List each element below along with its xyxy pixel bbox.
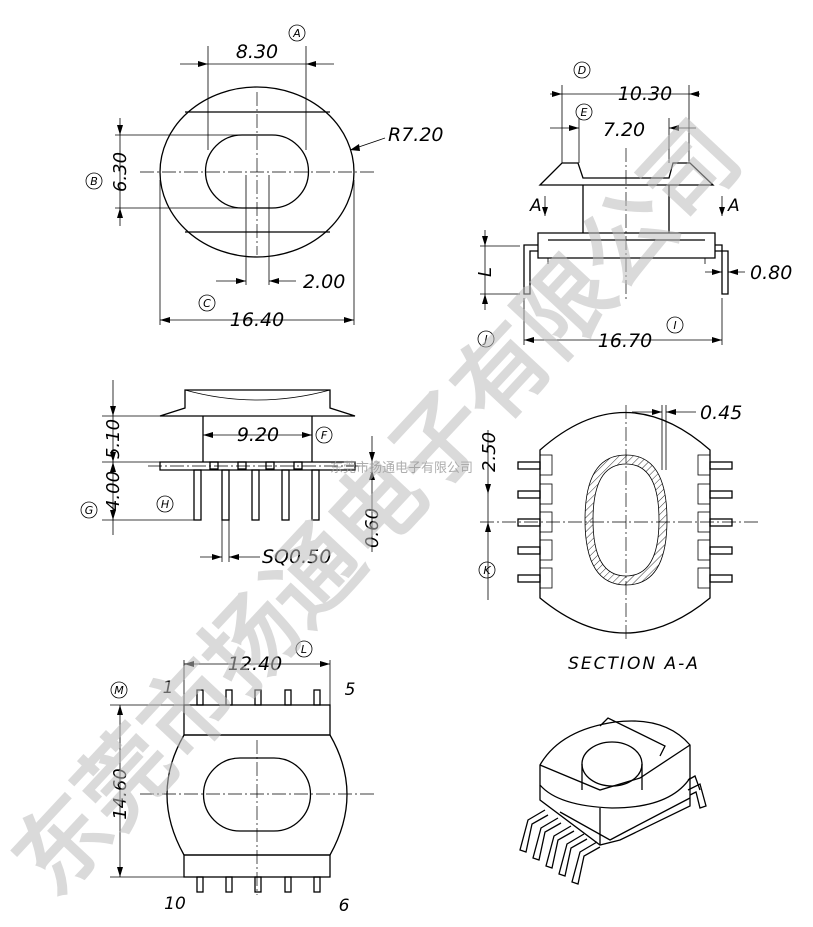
ref-g: G	[85, 504, 94, 517]
top-height-dim: 6.30	[110, 152, 131, 192]
front-window-dim: 9.20	[237, 424, 279, 446]
bottom-width-dim: 12.40	[228, 653, 282, 675]
side-lead-dim: 0.80	[750, 262, 792, 284]
ref-l: L	[301, 643, 307, 656]
bottom-view-core-window	[202, 757, 312, 832]
isometric-flange	[539, 720, 691, 809]
section-view: 0.45 2.50 K SECTION A-A	[478, 402, 760, 674]
section-wall-dim: 0.45	[700, 402, 742, 424]
top-overall-width-dim: 16.40	[230, 309, 284, 331]
front-flange-dim: 5.10	[103, 419, 124, 459]
top-view-core-window	[204, 134, 310, 209]
pin-label-5: 5	[345, 680, 356, 700]
top-view: 8.30 6.30 R7.20 2.00 16.40 A B C	[85, 24, 444, 331]
ref-b: B	[90, 175, 98, 188]
ref-i: I	[673, 319, 676, 332]
ref-e: E	[581, 106, 588, 119]
pin-label-6: 6	[339, 896, 350, 916]
ref-c: C	[203, 297, 211, 310]
top-width-dim: 8.30	[236, 41, 278, 63]
ref-k: K	[483, 564, 491, 577]
front-view-top-flange	[159, 389, 356, 417]
front-pin-size-dim: SQ0.50	[262, 546, 331, 568]
watermark-small: 东莞市扬通电子有限公司	[330, 460, 473, 476]
ref-f: F	[321, 429, 328, 442]
side-view-base	[537, 232, 716, 259]
top-slot-dim: 2.00	[303, 271, 345, 293]
section-view-pins	[517, 454, 733, 589]
bottom-view: 12.40 14.60 L M 1 5 10 6	[110, 640, 375, 916]
side-inner-dim: 7.20	[603, 119, 645, 141]
ref-d: D	[578, 64, 586, 77]
front-view: 5.10 9.20 4.00 SQ0.50 0.60 F G H	[80, 380, 383, 568]
section-mark-left: A	[529, 196, 542, 216]
pin-label-10: 10	[164, 894, 186, 914]
section-view-core-wall	[584, 454, 668, 586]
top-radius-dim: R7.20	[388, 124, 444, 146]
pin-label-1: 1	[163, 678, 174, 698]
isometric-view	[519, 717, 707, 885]
side-outer-dim: 10.30	[618, 83, 672, 105]
bottom-height-dim: 14.60	[110, 768, 131, 820]
top-view-outer-flange	[159, 86, 355, 258]
section-pitch-dim: 2.50	[479, 432, 500, 472]
front-view-base	[159, 461, 356, 471]
ref-m: M	[114, 684, 124, 697]
isometric-pins	[519, 775, 707, 885]
front-view-pins	[193, 461, 320, 521]
side-view: A A 10.30 7.20 L 0.80 16.70 D E I J	[475, 61, 792, 352]
section-caption: SECTION A-A	[568, 654, 700, 674]
side-l-dim: L	[475, 267, 496, 277]
ref-a: A	[292, 27, 301, 40]
front-offset-dim: 0.60	[362, 508, 383, 548]
section-view-outline	[539, 412, 711, 634]
side-view-top-flange	[538, 162, 715, 186]
section-mark-right: A	[727, 196, 740, 216]
bottom-view-pins	[196, 689, 321, 893]
ref-h: H	[161, 498, 169, 511]
side-span-dim: 16.70	[598, 330, 652, 352]
ref-j: J	[482, 333, 487, 346]
front-pin-length-dim: 4.00	[103, 471, 124, 511]
